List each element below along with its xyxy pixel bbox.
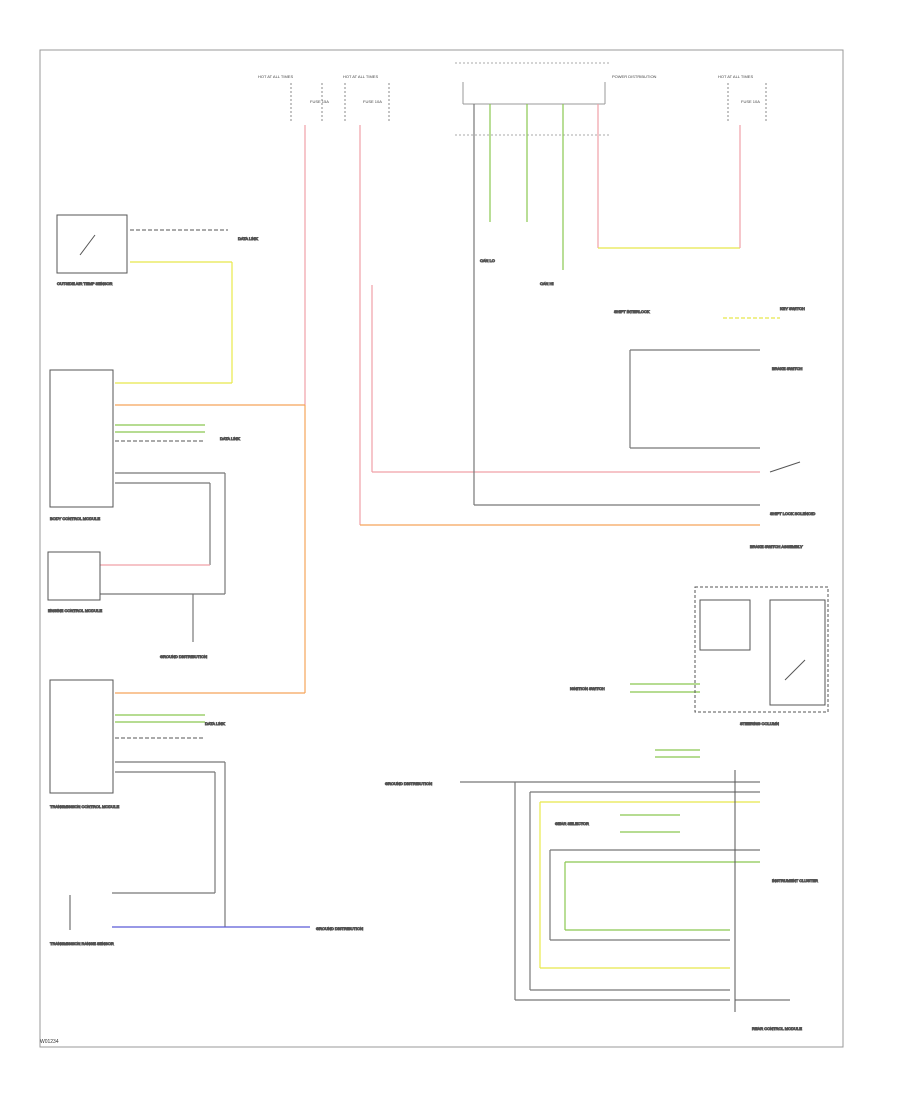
key-switch-label: KEY SWITCH: [780, 306, 805, 311]
steering-switch-symbol: [784, 659, 806, 681]
instrument-label: INSTRUMENT CLUSTER: [772, 878, 818, 883]
wires: [100, 104, 780, 1001]
brake-switch-label: BRAKE SWITCH: [772, 366, 803, 371]
fuse-b-label: FUSE 10A: [363, 99, 382, 104]
diagram-code: W01234: [40, 1039, 59, 1045]
hot-label-1: HOT AT ALL TIMES: [258, 74, 293, 79]
steering-column-box: [694, 586, 829, 713]
steering-column-label: STEERING COLUMN: [740, 721, 779, 726]
sensor-symbol: [79, 234, 96, 256]
tcm-label: TRANSMISSION CONTROL MODULE: [50, 804, 120, 809]
ambient-sensor-label: OUTSIDE AIR TEMP SENSOR: [57, 281, 113, 286]
can-lo-label: CAN LO: [480, 258, 495, 263]
shift-interlock-label: SHIFT INTERLOCK: [614, 309, 650, 314]
gear-selector-label: GEAR SELECTOR: [555, 821, 589, 826]
power-dist-label: POWER DISTRIBUTION: [612, 74, 657, 79]
brake-switch-symbol: [769, 461, 801, 473]
ground-bottom-label: GROUND DISTRIBUTION: [316, 926, 363, 931]
bcm-data-link-label: DATA LINK: [220, 436, 240, 441]
ambient-ground-label: GROUND DISTRIBUTION: [160, 654, 207, 659]
outside-air-temp-sensor-box: [56, 214, 128, 274]
brake-switch-assembly-label: BRAKE SWITCH ASSEMBLY: [750, 544, 803, 549]
rear-module-label: REAR CONTROL MODULE: [752, 1026, 802, 1031]
ground-dist-label: GROUND DISTRIBUTION: [385, 781, 432, 786]
bcm-label: BODY CONTROL MODULE: [50, 516, 100, 521]
ignition-switch-label: IGNITION SWITCH: [570, 686, 605, 691]
transmission-control-module-box: [49, 679, 114, 794]
hot-label-3: HOT AT ALL TIMES: [718, 74, 753, 79]
diagram-frame: [39, 49, 844, 1048]
trans-range-label: TRANSMISSION RANGE SENSOR: [50, 941, 114, 946]
fuse-c-label: FUSE 10A: [741, 99, 760, 104]
eccm-label: ENGINE CONTROL MODULE: [48, 608, 102, 613]
steering-column-left: [699, 599, 751, 651]
body-control-module-box: [49, 369, 114, 508]
data-link-label: DATA LINK: [238, 236, 258, 241]
can-hi-label: CAN HI: [540, 281, 554, 286]
fuse-a-label: FUSE 15A: [310, 99, 329, 104]
steering-column-right: [769, 599, 826, 706]
engine-control-module-box: [47, 551, 101, 601]
tcm-data-link-label: DATA LINK: [205, 721, 225, 726]
components: OUTSIDE AIR TEMP SENSOR DATA LINK BODY C…: [47, 214, 829, 1032]
top-hot-at-all-times-labels: HOT AT ALL TIMES HOT AT ALL TIMES HOT AT…: [258, 74, 767, 122]
hot-label-2: HOT AT ALL TIMES: [343, 74, 378, 79]
power-distribution-box: POWER DISTRIBUTION: [455, 62, 657, 136]
shift-lock-solenoid-label: SHIFT LOCK SOLENOID: [770, 511, 815, 516]
